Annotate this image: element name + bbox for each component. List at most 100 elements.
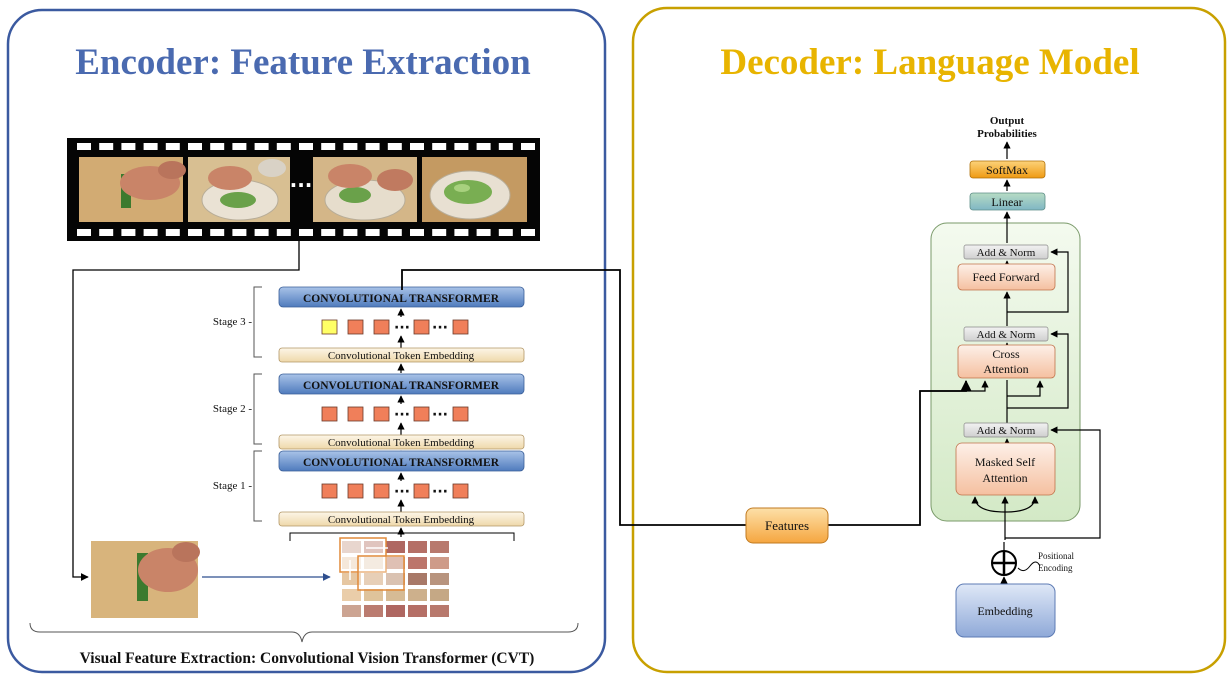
convolutional-transformer-label: CONVOLUTIONAL TRANSFORMER: [303, 457, 500, 469]
sprocket-hole: [454, 229, 469, 236]
patch-token: [347, 406, 364, 422]
sprocket-hole: [365, 143, 380, 150]
cross-attention-line1: Cross: [992, 347, 1020, 361]
patch-token: [321, 483, 338, 499]
image-patch: [408, 557, 427, 569]
stage-bracket: [253, 450, 262, 522]
features-value-arrow: [920, 380, 989, 392]
sprocket-hole: [387, 143, 402, 150]
patch-token: [413, 406, 430, 422]
image-patch: [342, 589, 361, 601]
sprocket-hole: [410, 229, 424, 236]
image-patch: [408, 573, 427, 585]
add-norm-3: [963, 244, 1049, 260]
token-ellipsis: ···: [394, 320, 410, 336]
sprocket-hole: [143, 143, 158, 150]
video-frame-1: [79, 157, 186, 222]
residual-masked: [1005, 426, 1101, 539]
encoder-title: Encoder: Feature Extraction: [75, 42, 531, 83]
decoder-title: Decoder: Language Model: [720, 42, 1139, 83]
sprocket-hole: [299, 229, 313, 236]
cls-token: [321, 319, 338, 335]
sprocket-hole: [432, 143, 447, 150]
encoder-caption: Visual Feature Extraction: Convolutional…: [80, 650, 535, 667]
patch-token: [452, 406, 469, 422]
conv-kernel-window-shifted: [357, 555, 405, 591]
residual-ff: [1007, 248, 1069, 313]
patch-token: [347, 483, 364, 499]
decoder-panel: [631, 6, 1227, 674]
token-ellipsis: ···: [432, 407, 448, 423]
sprocket-hole: [210, 229, 225, 236]
film-sprockets-bottom: [77, 229, 535, 236]
image-patch: [408, 605, 427, 617]
patch-token: [413, 319, 430, 335]
masked-self-attention-line1: Masked Self: [975, 455, 1035, 469]
convolutional-token-embedding-label: Convolutional Token Embedding: [328, 350, 475, 362]
image-patch: [386, 573, 405, 585]
image-patch: [408, 541, 427, 553]
positional-encoding-line1: Positional: [1038, 551, 1075, 561]
sprocket-hole: [121, 229, 136, 236]
stage-label: Stage 1 -: [213, 480, 252, 492]
patch-token: [413, 483, 430, 499]
patch-token: [321, 406, 338, 422]
sprocket-hole: [99, 229, 114, 236]
feed-forward-label: Feed Forward: [973, 270, 1040, 284]
video-frame-3: [313, 157, 417, 222]
stage-bracket: [253, 373, 262, 445]
convolutional-token-embedding-label: Convolutional Token Embedding: [328, 437, 475, 449]
embedding-label: Embedding: [977, 604, 1032, 618]
embedding-box: [955, 583, 1056, 638]
sprocket-hole: [321, 229, 336, 236]
sprocket-hole: [210, 143, 225, 150]
sprocket-hole: [498, 143, 513, 150]
token-ellipsis: ···: [432, 484, 448, 500]
linear-label: Linear: [991, 195, 1022, 209]
image-patch: [364, 573, 383, 585]
arrow-into-masked-left: [971, 496, 1006, 513]
sprocket-hole: [121, 143, 136, 150]
patch-token: [347, 319, 364, 335]
convolutional-transformer-label: CONVOLUTIONAL TRANSFORMER: [303, 380, 500, 392]
sprocket-hole: [232, 143, 247, 150]
sprocket-hole: [276, 229, 291, 236]
sprocket-hole: [188, 143, 202, 150]
convolutional-transformer-block: [278, 450, 525, 472]
sprocket-hole: [321, 143, 336, 150]
sprocket-hole: [498, 229, 513, 236]
add-norm-1-label: Add & Norm: [977, 425, 1036, 437]
sprocket-hole: [343, 143, 358, 150]
token-ellipsis: ···: [394, 407, 410, 423]
query-to-cross-attention: [1007, 380, 1044, 397]
patch-token: [452, 483, 469, 499]
features-label: Features: [765, 518, 809, 533]
video-frame-4: [422, 157, 527, 222]
sprocket-hole: [476, 229, 491, 236]
feed-forward-box: [957, 263, 1056, 291]
sprocket-hole: [365, 229, 380, 236]
sprocket-hole: [254, 143, 269, 150]
image-patch: [386, 605, 405, 617]
add-norm-2: [963, 326, 1049, 342]
patch-token: [373, 406, 390, 422]
sprocket-hole: [99, 143, 114, 150]
token-ellipsis: ···: [394, 484, 410, 500]
convolutional-token-embedding-block: [278, 434, 525, 450]
convolutional-token-embedding-block: [278, 347, 525, 363]
film-sprockets-top: [77, 143, 535, 150]
sprocket-hole: [521, 229, 535, 236]
positional-encoding-line2: Encoding: [1038, 563, 1073, 573]
cvt-stages: Stage 3 - CONVOLUTIONAL TRANSFORMER ··· ···…: [213, 286, 525, 537]
features-box: [745, 507, 829, 544]
sprocket-hole: [188, 229, 202, 236]
add-norm-1: [963, 422, 1049, 438]
image-patch: [386, 557, 405, 569]
film-ellipsis: ···: [290, 173, 313, 197]
stage-label: Stage 3 -: [213, 316, 252, 328]
stage-3: Stage 3 -CONVOLUTIONAL TRANSFORMER······…: [213, 286, 525, 373]
sprocket-hole: [77, 229, 91, 236]
softmax-label: SoftMax: [986, 163, 1028, 177]
convolutional-transformer-label: CONVOLUTIONAL TRANSFORMER: [303, 293, 500, 305]
